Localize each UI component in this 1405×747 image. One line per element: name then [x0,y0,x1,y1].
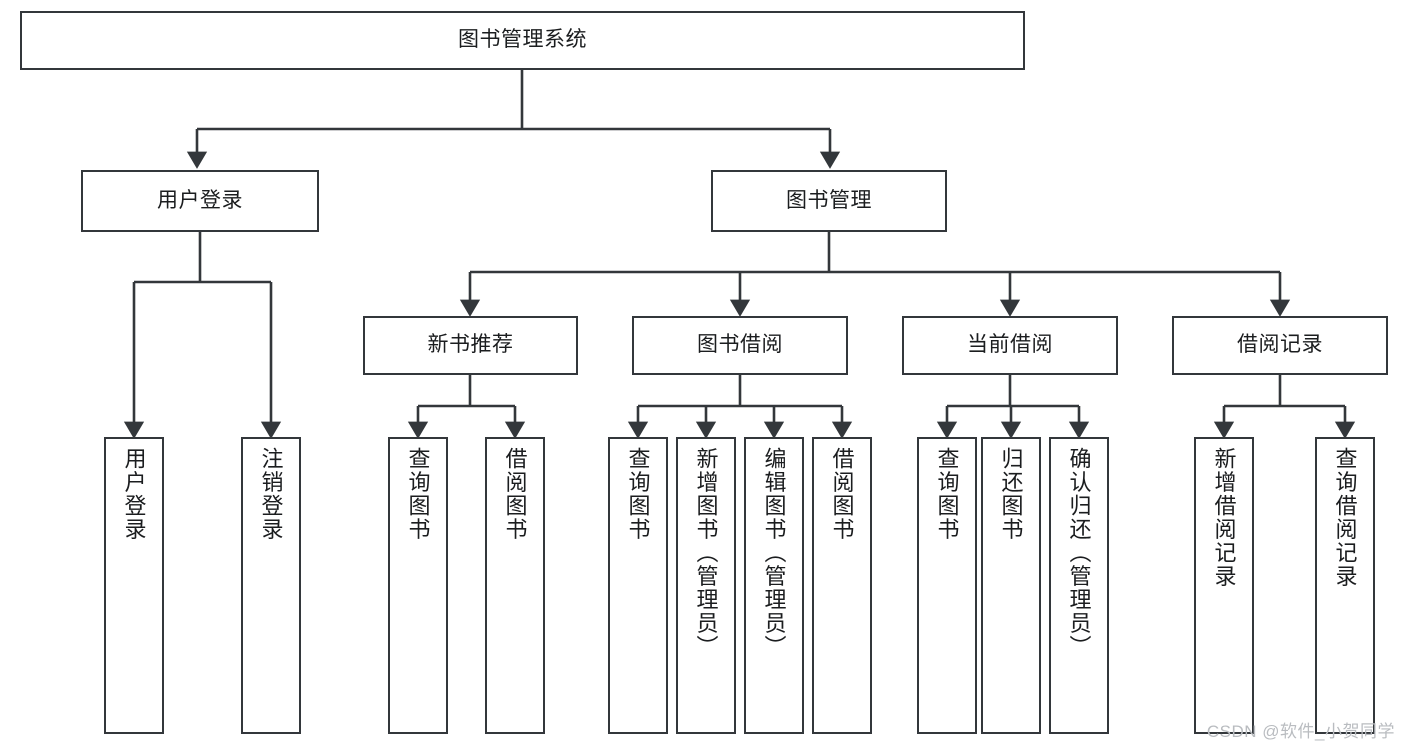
node-current-borrow-label: 当前借阅 [967,333,1053,357]
node-book-management[interactable]: 图书管理 [711,170,947,232]
node-borrow-record-label: 借阅记录 [1237,333,1323,357]
node-current-borrow[interactable]: 当前借阅 [902,316,1118,375]
leaf-current-query-book-label: 查询图书 [934,447,960,541]
leaf-borrow-borrow-book-label: 借阅图书 [829,447,855,541]
node-book-borrow[interactable]: 图书借阅 [632,316,848,375]
node-root-label: 图书管理系统 [458,28,587,52]
leaf-borrow-add-book-label: 新增图书（管理员） [693,447,719,659]
leaf-user-login-logout-label: 注销登录 [258,447,284,541]
node-new-book-recommend-label: 新书推荐 [427,333,514,357]
node-user-login-label: 用户登录 [157,188,243,212]
leaf-borrow-edit-book[interactable]: 编辑图书（管理员） [744,437,804,734]
leaf-recommend-borrow-book[interactable]: 借阅图书 [485,437,545,734]
leaf-record-query-record[interactable]: 查询借阅记录 [1315,437,1375,734]
leaf-user-login-logout[interactable]: 注销登录 [241,437,301,734]
node-user-login[interactable]: 用户登录 [81,170,319,232]
leaf-user-login-login[interactable]: 用户登录 [104,437,164,734]
leaf-current-query-book[interactable]: 查询图书 [917,437,977,734]
leaf-borrow-borrow-book[interactable]: 借阅图书 [812,437,872,734]
leaf-borrow-add-book[interactable]: 新增图书（管理员） [676,437,736,734]
leaf-current-return-book-label: 归还图书 [998,447,1024,541]
node-new-book-recommend[interactable]: 新书推荐 [363,316,578,375]
leaf-recommend-borrow-book-label: 借阅图书 [502,447,528,541]
leaf-record-add-record-label: 新增借阅记录 [1211,447,1237,588]
leaf-user-login-login-label: 用户登录 [121,447,147,541]
node-root[interactable]: 图书管理系统 [20,11,1025,70]
leaf-record-query-record-label: 查询借阅记录 [1332,447,1358,588]
leaf-record-add-record[interactable]: 新增借阅记录 [1194,437,1254,734]
leaf-current-return-book[interactable]: 归还图书 [981,437,1041,734]
leaf-current-confirm-return-label: 确认归还（管理员） [1066,447,1092,659]
leaf-current-confirm-return[interactable]: 确认归还（管理员） [1049,437,1109,734]
leaf-borrow-query-book[interactable]: 查询图书 [608,437,668,734]
watermark-text: CSDN @软件_小贺同学 [1206,722,1395,741]
node-borrow-record[interactable]: 借阅记录 [1172,316,1388,375]
node-book-borrow-label: 图书借阅 [697,333,783,357]
leaf-recommend-query-book-label: 查询图书 [405,447,431,541]
node-book-management-label: 图书管理 [786,188,872,212]
leaf-borrow-query-book-label: 查询图书 [625,447,651,541]
leaf-borrow-edit-book-label: 编辑图书（管理员） [761,447,787,659]
leaf-recommend-query-book[interactable]: 查询图书 [388,437,448,734]
